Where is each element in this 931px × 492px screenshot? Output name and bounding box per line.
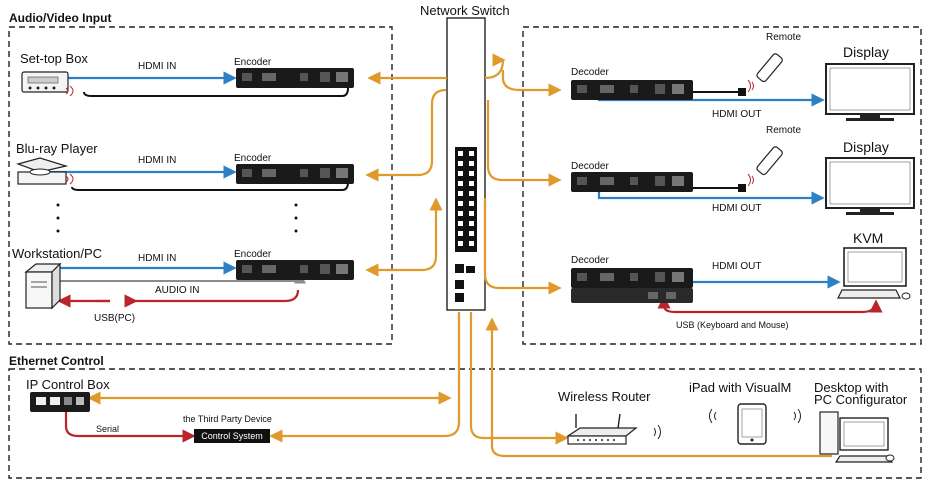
section-boxes bbox=[8, 26, 922, 479]
hdmi-out-label-2: HDMI OUT bbox=[712, 203, 762, 214]
decoder-unit-2 bbox=[571, 172, 693, 192]
vertical-ellipsis bbox=[56, 203, 298, 233]
display-label-1: Display bbox=[843, 44, 889, 60]
eth-router bbox=[469, 312, 569, 445]
serial-link bbox=[64, 412, 196, 443]
ipad-device bbox=[737, 403, 767, 445]
eth-control-system bbox=[269, 312, 461, 443]
blu-ray-player-label: Blu-ray Player bbox=[16, 141, 98, 156]
display-monitor-2 bbox=[825, 157, 915, 215]
third-party-device-label: the Third Party Device bbox=[183, 414, 272, 424]
ir-emitter-2 bbox=[738, 184, 746, 192]
workstation-pc-label: Workstation/PC bbox=[12, 246, 103, 261]
encoder-label-2: Encoder bbox=[234, 153, 272, 164]
audio-in-label: AUDIO IN bbox=[155, 285, 200, 296]
remote-label-1: Remote bbox=[766, 32, 802, 43]
ip-control-box-label: IP Control Box bbox=[26, 377, 110, 392]
network-switch-label: Network Switch bbox=[420, 3, 510, 18]
eth-decoder-3 bbox=[483, 198, 562, 295]
hdmi-in-label-3: HDMI IN bbox=[138, 253, 177, 264]
ethernet-links bbox=[87, 57, 832, 458]
control-system-box: Control System bbox=[194, 429, 270, 443]
set-top-box-device bbox=[21, 71, 74, 97]
desktop-label-line1: Desktop with bbox=[814, 380, 889, 395]
section-title-ethernet-control: Ethernet Control bbox=[9, 354, 104, 368]
set-top-box-label: Set-top Box bbox=[20, 51, 88, 66]
workstation-pc-device bbox=[24, 262, 62, 310]
encoders bbox=[236, 68, 354, 280]
wifi-waves-icon bbox=[653, 408, 801, 440]
usb-pc-label: USB(PC) bbox=[94, 313, 136, 324]
eth-desktop bbox=[485, 317, 832, 458]
network-switch bbox=[446, 17, 486, 311]
eth-decoder-1b bbox=[501, 70, 562, 97]
encoder-unit-1 bbox=[236, 68, 354, 88]
decoder-label-2: Decoder bbox=[571, 161, 609, 172]
remote-label-2: Remote bbox=[766, 125, 802, 136]
hdmi-out-2 bbox=[597, 190, 825, 205]
ethernet-control-box bbox=[8, 368, 922, 479]
ir-cable-1 bbox=[83, 87, 349, 97]
usb-kvm-label: USB (Keyboard and Mouse) bbox=[676, 320, 789, 330]
display-monitor-1 bbox=[825, 63, 915, 121]
desktop-label-line2: PC Configurator bbox=[814, 392, 908, 407]
encoder-unit-2 bbox=[236, 164, 354, 184]
eth-decoder-2 bbox=[486, 100, 562, 187]
remote-icon-1 bbox=[747, 53, 783, 93]
ir-emitter-1 bbox=[738, 88, 746, 96]
decoder-unit-3 bbox=[571, 268, 693, 303]
remote-icon-2 bbox=[747, 146, 783, 187]
decoders bbox=[571, 80, 693, 303]
serial-label: Serial bbox=[96, 424, 120, 434]
display-label-2: Display bbox=[843, 139, 889, 155]
encoder-label-3: Encoder bbox=[234, 249, 272, 260]
wireless-router-device bbox=[566, 413, 638, 445]
eth-decoder-1 bbox=[484, 57, 510, 80]
section-title-av-input: Audio/Video Input bbox=[9, 11, 112, 25]
desktop-configurator-device bbox=[819, 411, 895, 463]
encoder-label-1: Encoder bbox=[234, 57, 272, 68]
eth-encoder-3 bbox=[365, 197, 443, 277]
ipad-label: iPad with VisualM bbox=[689, 380, 792, 395]
hdmi-out-label-3: HDMI OUT bbox=[712, 261, 762, 272]
encoder-unit-3 bbox=[236, 260, 354, 280]
output-box bbox=[522, 26, 922, 345]
eth-encoder-2 bbox=[365, 88, 447, 182]
ip-control-box-device bbox=[30, 392, 90, 412]
hdmi-in-label-1: HDMI IN bbox=[138, 61, 177, 72]
decoder-label-3: Decoder bbox=[571, 255, 609, 266]
av-input-box bbox=[8, 26, 393, 345]
decoder-unit-1 bbox=[571, 80, 693, 100]
usb-kvm bbox=[657, 295, 883, 314]
hdmi-out-label-1: HDMI OUT bbox=[712, 109, 762, 120]
kvm-workstation bbox=[837, 247, 911, 300]
wireless-router-label: Wireless Router bbox=[558, 389, 651, 404]
decoder-label-1: Decoder bbox=[571, 67, 609, 78]
hdmi-in-label-2: HDMI IN bbox=[138, 155, 177, 166]
ir-emitters bbox=[738, 88, 746, 192]
ir-cable-2 bbox=[71, 181, 349, 191]
kvm-label: KVM bbox=[853, 230, 884, 246]
blu-ray-player-device bbox=[16, 157, 74, 185]
